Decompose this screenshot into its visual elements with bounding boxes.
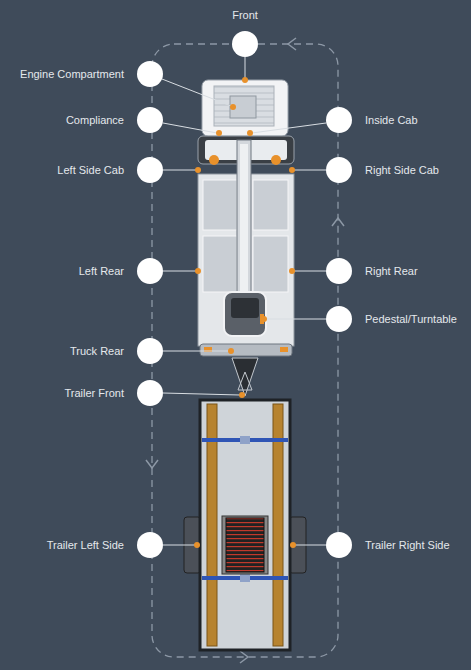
leader-dots xyxy=(239,392,245,398)
leader-lines xyxy=(163,545,196,546)
rear-bumper xyxy=(200,344,292,356)
point-label: Left Rear xyxy=(79,265,124,278)
leader-lines xyxy=(162,57,326,545)
point-label: Trailer Left Side xyxy=(47,539,124,552)
inspection-point: Right Side Cab xyxy=(326,157,439,183)
point-label: Compliance xyxy=(66,114,124,127)
marker-circle xyxy=(326,306,352,332)
marker-circle xyxy=(232,31,258,57)
deck-panel xyxy=(253,180,288,230)
leader-dots xyxy=(228,348,234,354)
inspection-route xyxy=(152,44,338,657)
marker-circle xyxy=(137,338,163,364)
inspection-point: Truck Rear xyxy=(70,338,163,364)
deck-panel xyxy=(203,236,237,292)
leader-dots xyxy=(289,268,295,274)
hitch-frame xyxy=(238,372,252,390)
strap-buckle xyxy=(240,436,250,444)
point-label: Trailer Front xyxy=(65,387,125,400)
inspection-route xyxy=(240,651,248,663)
leader-dots xyxy=(242,77,248,83)
point-label: Inside Cab xyxy=(365,114,418,127)
inspection-route xyxy=(288,38,296,50)
inspection-point: Trailer Right Side xyxy=(326,532,450,558)
cab-light xyxy=(209,155,219,165)
engine-part xyxy=(230,96,256,118)
leader-lines xyxy=(163,170,197,171)
point-label: Engine Compartment xyxy=(20,68,124,81)
leader-dots xyxy=(216,130,222,136)
boom-inner xyxy=(240,144,248,294)
marker-circle xyxy=(326,532,352,558)
marker-circle xyxy=(137,61,163,87)
turntable xyxy=(224,292,266,336)
leader-lines xyxy=(294,545,326,546)
leader-lines xyxy=(163,271,197,272)
point-label: Left Side Cab xyxy=(57,164,124,177)
marker-circle xyxy=(137,380,163,406)
engine-block xyxy=(214,86,274,126)
point-label: Truck Rear xyxy=(70,345,124,358)
leader-dots xyxy=(195,167,201,173)
marker-circle xyxy=(326,157,352,183)
inspection-point: Left Rear xyxy=(79,258,163,284)
trailer-hitch xyxy=(232,358,258,396)
deck-panel xyxy=(253,236,288,292)
leader-dots xyxy=(289,167,295,173)
trailer xyxy=(184,400,306,650)
inspection-point: Left Side Cab xyxy=(57,157,163,183)
leader-dots xyxy=(290,542,296,548)
leader-lines xyxy=(252,123,326,133)
engine-hood xyxy=(202,80,288,136)
point-label: Trailer Right Side xyxy=(365,539,450,552)
leader-dots xyxy=(261,316,267,322)
reel-flange xyxy=(222,516,268,574)
leader-dots xyxy=(230,104,236,110)
marker-circle xyxy=(137,532,163,558)
point-label: Right Side Cab xyxy=(365,164,439,177)
inspection-point: Trailer Front xyxy=(65,380,164,406)
inspection-point: Engine Compartment xyxy=(20,61,163,87)
inspection-point: Right Rear xyxy=(326,258,418,284)
leader-dots xyxy=(194,77,296,548)
inspection-route xyxy=(332,218,344,226)
marker-circle xyxy=(326,258,352,284)
leader-lines xyxy=(245,57,246,78)
leader-dots xyxy=(194,542,200,548)
point-label: Pedestal/Turntable xyxy=(365,313,457,326)
strap-buckle xyxy=(240,574,250,582)
leader-lines xyxy=(266,319,326,320)
trailer-bed xyxy=(200,400,290,650)
leader-lines xyxy=(163,351,229,352)
leader-lines xyxy=(162,79,231,106)
leader-lines xyxy=(163,393,240,395)
leader-dots xyxy=(195,268,201,274)
leader-dots xyxy=(247,130,253,136)
deck-panel xyxy=(203,180,237,230)
cable-reel xyxy=(226,518,264,572)
inspection-point: Compliance xyxy=(66,107,163,133)
inspection-route xyxy=(146,460,158,468)
inspection-point: Pedestal/Turntable xyxy=(326,306,457,332)
point-label: Right Rear xyxy=(365,265,418,278)
marker-circle xyxy=(137,107,163,133)
cab-light xyxy=(271,155,281,165)
inspection-route xyxy=(146,38,344,663)
inspection-point: Inside Cab xyxy=(326,107,418,133)
rear-light xyxy=(280,347,288,352)
leader-lines xyxy=(293,170,326,171)
marker-circle xyxy=(326,107,352,133)
inspection-point: Trailer Left Side xyxy=(47,532,163,558)
crane-boom xyxy=(237,140,251,300)
point-label: Front xyxy=(232,9,258,22)
inspection-point: Front xyxy=(232,9,258,57)
leader-lines xyxy=(163,123,217,133)
marker-circle xyxy=(137,157,163,183)
turntable-top xyxy=(231,298,259,318)
leader-lines xyxy=(293,271,326,272)
truck-body xyxy=(198,80,294,396)
marker-circle xyxy=(137,258,163,284)
